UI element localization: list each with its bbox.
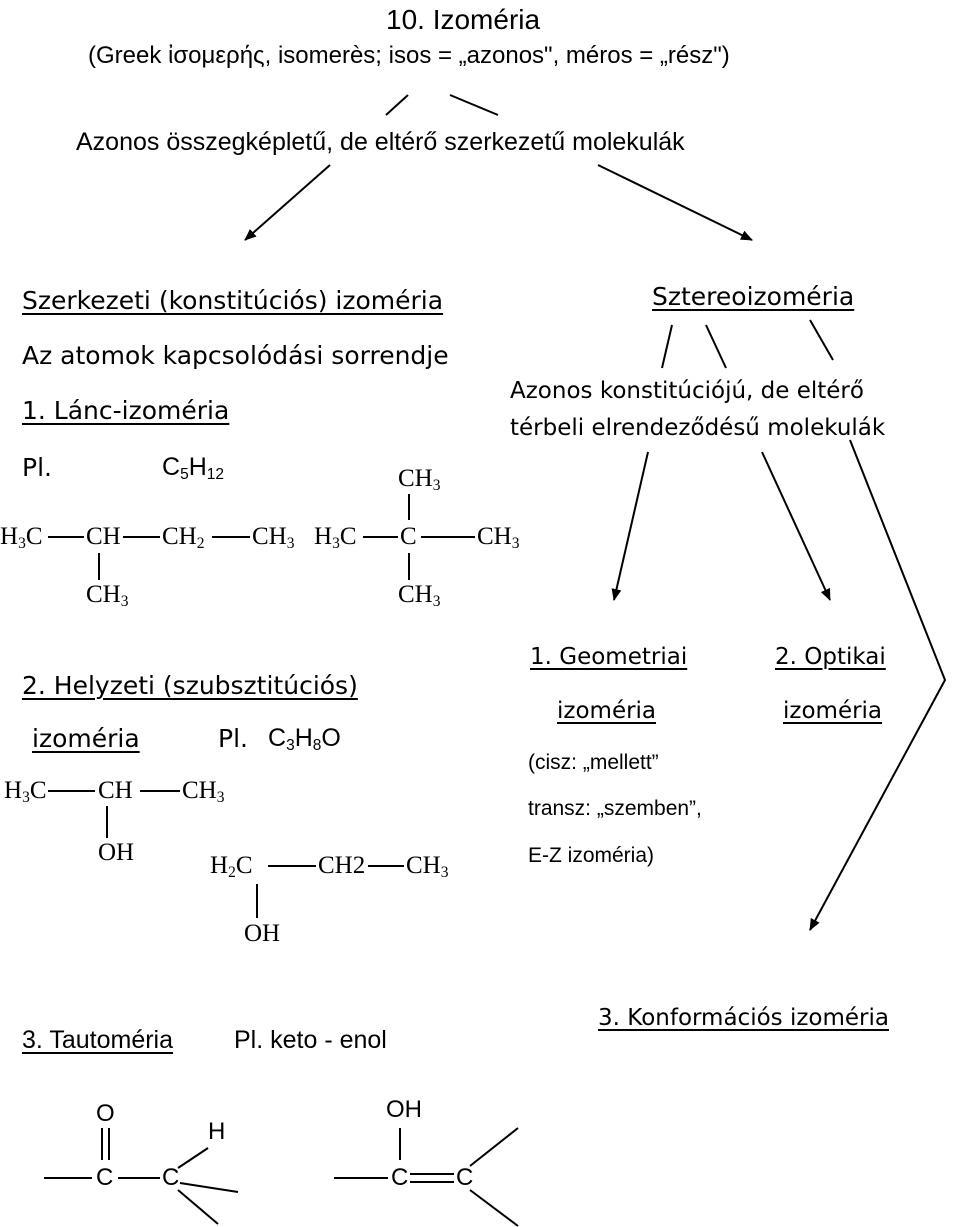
etymology-line: (Greek ἰσομερής, isomerès; isos = „azono… (88, 42, 730, 69)
atom-c: C (400, 523, 417, 550)
page-title: 10. Izoméria (386, 4, 541, 35)
keto-enol-example: Pl. keto - enol (234, 1026, 387, 1054)
atom-ch3: CH3 (252, 523, 295, 552)
atom-ch: CH (98, 777, 133, 804)
atom-h3c: H3C (0, 523, 43, 552)
formula-c5h12: C5H12 (162, 453, 224, 483)
bond-line (177, 1147, 209, 1169)
atom-oh: OH (386, 1096, 422, 1123)
atom-o: O (96, 1100, 115, 1127)
example-label: Pl. (22, 453, 52, 482)
deco-stroke (449, 94, 499, 116)
positional-heading: 2. Helyzeti (szubsztitúciós) (22, 671, 358, 700)
atom-c: C (391, 1164, 409, 1191)
atom-c: C (162, 1164, 180, 1191)
geometric-heading-line2: izoméria (557, 698, 657, 724)
atom-ch3: CH3 (477, 523, 520, 552)
geometric-note-cis: (cisz: „mellett” (528, 751, 659, 774)
optical-heading: 2. Optikai (775, 644, 886, 670)
atom-ch: CH (86, 523, 121, 550)
isomer-definition: Azonos összegképletű, de eltérő szerkeze… (76, 128, 685, 156)
deco-stroke (385, 94, 409, 116)
bond-line (177, 1189, 219, 1225)
bond-line (179, 1182, 239, 1193)
bond-line (469, 1189, 519, 1227)
atom-ch2: CH2 (162, 523, 205, 552)
arrow-to-optical (761, 451, 831, 601)
arrow-to-geometric (611, 451, 649, 601)
geometric-heading: 1. Geometriai (530, 644, 688, 670)
positional-heading-line2: izoméria (32, 724, 140, 753)
arrow-to-structural (244, 164, 331, 241)
arrow-to-conformational (809, 439, 947, 931)
structural-heading: Szerkezeti (konstitúciós) izoméria (22, 286, 444, 315)
atom-oh: OH (98, 839, 135, 866)
geometric-note-trans: transz: „szemben”, (528, 797, 702, 820)
stereo-heading: Sztereoizoméria (652, 282, 855, 311)
atom-h: H (208, 1118, 226, 1145)
atom-ch3-top: CH3 (398, 465, 441, 494)
example-label: Pl. (218, 724, 248, 753)
tautomerism-heading: 3. Tautoméria (22, 1026, 174, 1054)
atom-ch3: CH3 (406, 852, 449, 881)
stereo-description-line2: térbeli elrendeződésű molekulák (510, 415, 886, 441)
atom-c: C (456, 1164, 474, 1191)
atom-c: C (96, 1164, 114, 1191)
atom-h3c: H3C (314, 523, 357, 552)
atom-h2c: H2C (210, 852, 253, 881)
conformational-heading: 3. Konformációs izoméria (598, 1005, 889, 1031)
atom-ch2: CH2 (318, 852, 366, 879)
optical-heading-line2: izoméria (783, 698, 883, 724)
geometric-note-ez: E-Z izoméria) (528, 844, 655, 867)
bond-line (469, 1127, 519, 1167)
atom-oh: OH (244, 920, 281, 947)
stereo-description: Azonos konstitúciójú, de eltérő (510, 378, 864, 404)
atom-ch3-bottom: CH3 (398, 581, 441, 610)
deco-stroke (661, 324, 673, 369)
atom-ch3-branch: CH3 (86, 581, 129, 610)
deco-stroke (809, 319, 834, 361)
chain-isomerism-heading: 1. Lánc-izoméria (22, 396, 230, 425)
atom-ch3: CH3 (182, 777, 225, 806)
atom-h3c: H3C (4, 777, 47, 806)
structural-description: Az atomok kapcsolódási sorrendje (22, 341, 449, 370)
deco-stroke (705, 324, 727, 369)
formula-c3h8o: C3H8O (268, 724, 341, 754)
arrow-to-stereo (597, 164, 753, 241)
